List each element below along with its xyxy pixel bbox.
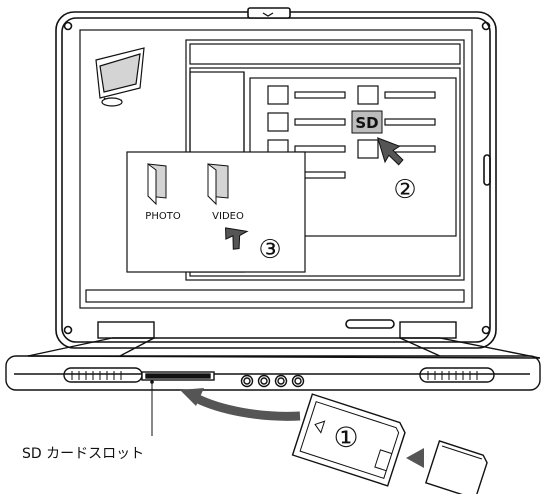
folder-icon[interactable]	[147, 163, 167, 206]
step3-label: ③	[258, 235, 281, 265]
step2-label: ②	[393, 175, 416, 205]
folder-icon[interactable]	[207, 163, 229, 206]
sd-drive-icon[interactable]: SD	[351, 110, 383, 134]
insert-arrow-icon	[406, 448, 424, 468]
sd-slot-label: SD カードスロット	[22, 446, 144, 462]
laptop-lid	[55, 7, 497, 349]
cursor-arrow-icon	[376, 137, 404, 166]
cursor-arrow-icon	[225, 227, 249, 250]
sd-badge-label: SD	[355, 114, 378, 132]
monitor-icon	[95, 47, 145, 107]
hinges	[97, 321, 457, 339]
vent-ticks	[71, 371, 478, 380]
laptop-base	[5, 337, 541, 391]
photo-folder-label: PHOTO	[145, 211, 181, 222]
step1-label: ①	[333, 421, 358, 454]
sd-card-icon	[291, 393, 406, 487]
curved-arrow-icon	[180, 388, 301, 421]
microsd-card-icon	[424, 440, 488, 494]
video-folder-label: VIDEO	[212, 211, 244, 222]
